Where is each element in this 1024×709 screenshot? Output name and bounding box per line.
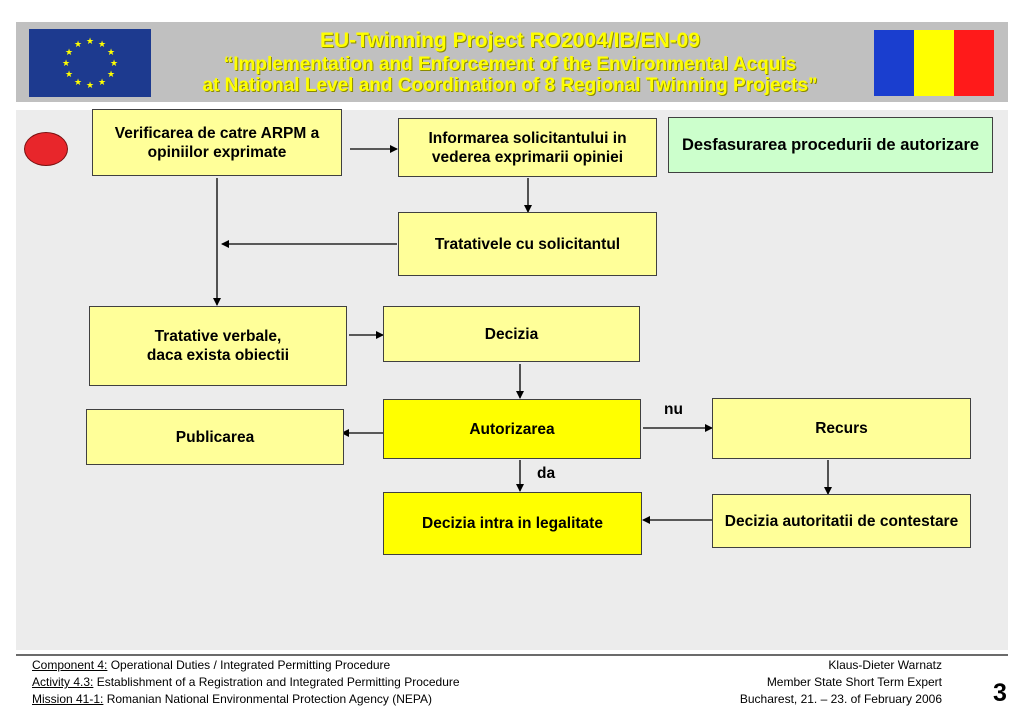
header-bar (16, 22, 1008, 102)
svg-text:★: ★ (62, 59, 70, 69)
svg-text:★: ★ (86, 37, 94, 47)
svg-text:★: ★ (110, 59, 118, 69)
node-verificarea: Verificarea de catre ARPM a opiniilor ex… (92, 109, 342, 176)
footer-activity: Activity 4.3: Establishment of a Registr… (32, 675, 460, 689)
footer-role: Member State Short Term Expert (766, 675, 942, 689)
node-tratative-verbale: Tratative verbale, daca exista obiectii (89, 306, 347, 386)
svg-text:★: ★ (65, 48, 73, 58)
node-tratative-verbale-line1: Tratative verbale, (154, 328, 282, 345)
footer-place-date: Bucharest, 21. – 23. of February 2006 (739, 692, 942, 706)
header-subtitle-line1: “Implementation and Enforcement of the E… (223, 54, 797, 75)
eu-flag-icon: ★★★ ★★★ ★★★ ★★★ (29, 29, 151, 97)
footer-left: Component 4: Operational Duties / Integr… (32, 657, 460, 708)
svg-text:★: ★ (65, 70, 73, 80)
node-recurs: Recurs (712, 398, 971, 459)
svg-text:★: ★ (107, 48, 115, 58)
label-da: da (537, 465, 556, 482)
node-informarea: Informarea solicitantului in vederea exp… (398, 118, 657, 177)
svg-text:★: ★ (74, 78, 82, 88)
page-number: 3 (993, 679, 1007, 707)
svg-text:★: ★ (98, 78, 106, 88)
start-node (24, 132, 68, 166)
footer-divider (16, 654, 1008, 656)
node-desfasurarea: Desfasurarea procedurii de autorizare (668, 117, 993, 173)
footer-component: Component 4: Operational Duties / Integr… (32, 658, 391, 672)
node-decizia-contestare: Decizia autoritatii de contestare (712, 494, 971, 548)
svg-text:★: ★ (86, 81, 94, 91)
node-tratative-verbale-line2: daca exista obiectii (146, 347, 290, 364)
svg-text:★: ★ (107, 70, 115, 80)
header-title: EU-Twinning Project RO2004/IB/EN-09 (319, 29, 701, 52)
footer-mission: Mission 41-1: Romanian National Environm… (32, 692, 432, 706)
footer-right: Klaus-Dieter Warnatz Member State Short … (740, 657, 942, 708)
node-publicarea: Publicarea (86, 409, 344, 465)
label-nu: nu (664, 401, 683, 418)
node-tratativele: Tratativele cu solicitantul (398, 212, 657, 276)
footer-author: Klaus-Dieter Warnatz (828, 658, 942, 672)
node-decizia: Decizia (383, 306, 640, 362)
romania-flag-icon (874, 30, 994, 96)
svg-text:★: ★ (74, 40, 82, 50)
header-subtitle-line2: at National Level and Coordination of 8 … (202, 75, 818, 96)
svg-text:★: ★ (98, 40, 106, 50)
node-decizia-legalitate: Decizia intra in legalitate (383, 492, 642, 555)
node-autorizarea: Autorizarea (383, 399, 641, 459)
